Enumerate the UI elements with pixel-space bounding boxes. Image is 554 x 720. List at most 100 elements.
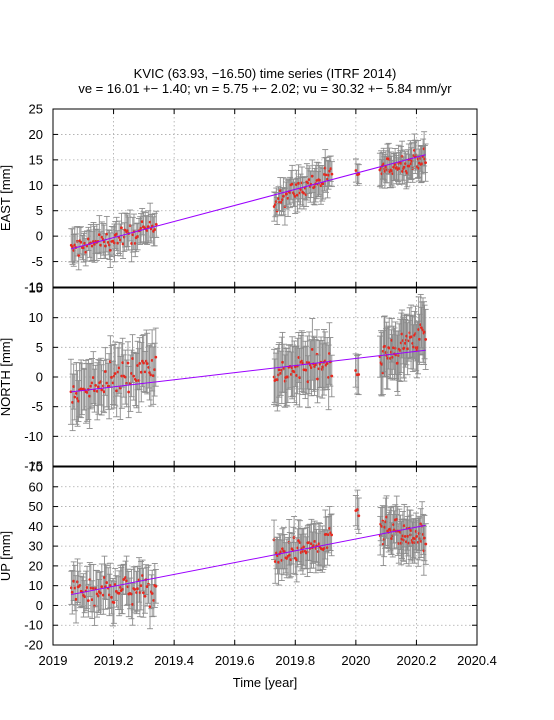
- data-point: [314, 363, 318, 367]
- data-point: [282, 194, 285, 198]
- data-point: [153, 228, 157, 231]
- data-point: [148, 371, 151, 375]
- data-point: [418, 337, 421, 341]
- x-tick-label: 2019.2: [94, 653, 134, 668]
- data-point: [357, 373, 361, 376]
- data-point: [84, 250, 88, 254]
- data-point: [419, 522, 423, 526]
- data-point: [123, 375, 127, 379]
- y-tick-label: 70: [29, 460, 43, 475]
- data-point: [275, 378, 279, 382]
- data-point: [424, 338, 428, 341]
- data-point: [140, 220, 144, 224]
- data-point: [116, 241, 120, 245]
- data-point: [150, 592, 154, 595]
- data-point: [100, 388, 104, 392]
- data-point: [299, 188, 302, 191]
- data-point: [83, 595, 87, 599]
- chart-title: KVIC (63.93, −16.50) time series (ITRF 2…: [134, 66, 397, 81]
- data-point: [103, 370, 107, 373]
- data-point: [111, 381, 115, 385]
- data-point: [141, 591, 145, 595]
- y-tick-label: 15: [29, 152, 43, 167]
- data-point: [87, 237, 90, 241]
- data-point: [325, 362, 329, 365]
- y-tick-label: -20: [24, 638, 43, 653]
- data-point: [97, 233, 101, 237]
- data-point: [307, 178, 311, 182]
- data-point: [406, 347, 410, 351]
- panel-frame: [52, 466, 478, 646]
- x-axis-label: Time [year]: [233, 675, 298, 690]
- data-point: [121, 242, 125, 246]
- data-point: [121, 588, 124, 591]
- y-tick-label: 0: [36, 598, 43, 613]
- data-point: [148, 605, 152, 609]
- y-tick-label: -5: [31, 399, 43, 414]
- data-point: [154, 222, 158, 226]
- data-point: [115, 389, 119, 393]
- y-tick-label: 20: [29, 558, 43, 573]
- data-point: [74, 597, 78, 601]
- y-tick-label: 5: [36, 340, 43, 355]
- trend-line: [71, 154, 426, 250]
- data-point: [409, 529, 413, 532]
- data-point: [357, 172, 361, 176]
- data-point: [390, 169, 394, 173]
- data-point: [71, 245, 74, 249]
- data-point: [146, 225, 150, 229]
- data-point: [113, 372, 117, 375]
- data-point: [278, 189, 282, 193]
- series-north: [67, 293, 429, 432]
- y-tick-label: -10: [24, 280, 43, 295]
- data-point: [424, 161, 427, 165]
- data-point: [316, 377, 319, 381]
- x-tick-label: 2020.2: [397, 653, 437, 668]
- data-point: [89, 384, 93, 388]
- trend-line: [71, 349, 426, 393]
- data-point: [69, 390, 73, 394]
- x-tick-label: 2020.4: [457, 653, 497, 668]
- chart-subtitle: ve = 16.01 +− 1.40; vn = 5.75 +− 2.02; v…: [78, 81, 452, 96]
- data-point: [395, 166, 399, 169]
- data-point: [97, 385, 100, 389]
- series-up: [68, 489, 429, 630]
- data-point: [326, 533, 330, 537]
- data-point: [136, 587, 139, 591]
- data-point: [123, 228, 127, 232]
- data-point: [85, 586, 89, 589]
- data-point: [145, 362, 149, 365]
- data-point: [384, 165, 388, 169]
- y-tick-label: -15: [24, 459, 43, 474]
- data-point: [120, 226, 123, 230]
- data-point: [101, 593, 105, 597]
- data-point: [317, 542, 321, 546]
- data-point: [354, 169, 358, 172]
- data-point: [135, 379, 138, 383]
- data-point: [86, 599, 90, 603]
- data-point: [105, 381, 109, 385]
- data-point: [138, 591, 142, 594]
- data-point: [143, 594, 147, 598]
- data-point: [354, 369, 358, 372]
- data-point: [357, 514, 361, 518]
- data-point: [93, 242, 96, 246]
- data-point: [281, 547, 284, 551]
- data-point: [106, 240, 110, 244]
- data-point: [77, 254, 81, 257]
- data-point: [136, 364, 140, 367]
- data-point: [100, 585, 104, 589]
- data-point: [90, 598, 94, 602]
- data-point: [407, 541, 411, 545]
- data-point: [89, 586, 93, 590]
- data-point: [387, 346, 391, 350]
- data-point: [383, 344, 387, 348]
- data-point: [330, 374, 334, 378]
- data-point: [110, 595, 114, 599]
- data-point: [320, 367, 324, 371]
- data-point: [393, 163, 397, 166]
- data-point: [154, 355, 158, 359]
